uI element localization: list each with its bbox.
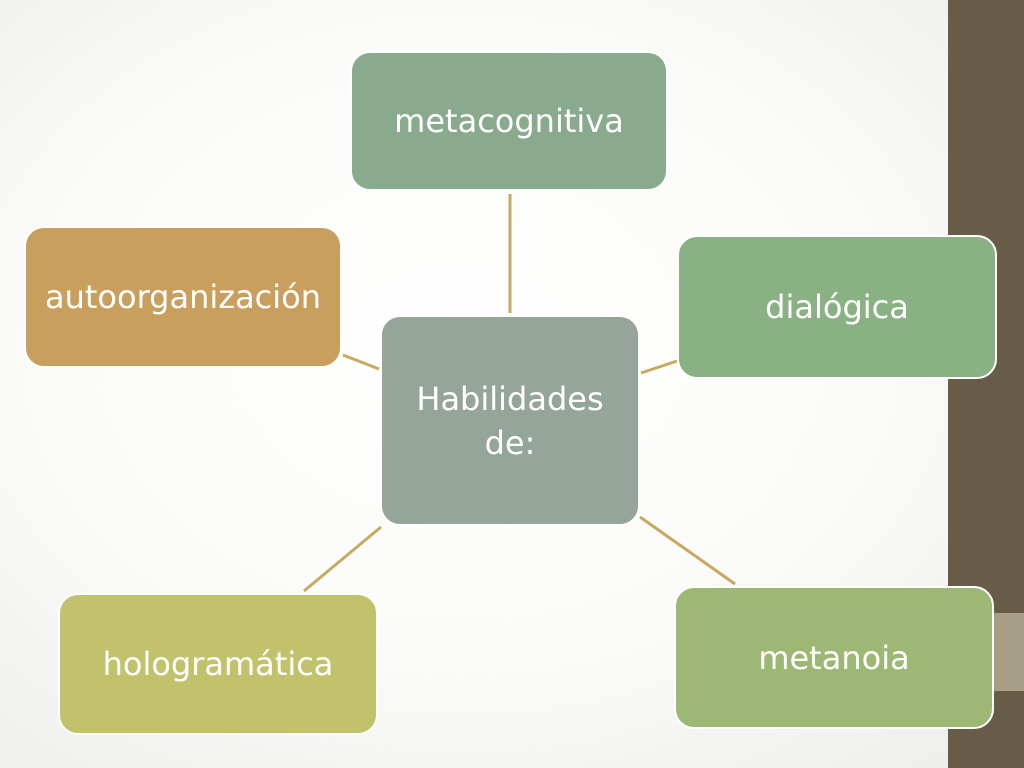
node-dialogica-label: dialógica (765, 288, 909, 326)
connector-autoorganizacion (342, 353, 380, 371)
node-metacognitiva: metacognitiva (350, 51, 668, 191)
connector-hologramatica (303, 525, 382, 593)
node-metanoia-label: metanoia (758, 638, 910, 677)
node-hologramatica: hologramática (58, 593, 378, 735)
connector-dialogica (640, 359, 678, 375)
central-node-line-1: Habilidades (416, 379, 604, 418)
central-node-line-2: de: (484, 423, 536, 462)
node-metacognitiva-label: metacognitiva (394, 102, 624, 140)
central-node: Habilidades de: (380, 315, 640, 526)
node-autoorganizacion-label: autoorganización (44, 278, 322, 316)
node-hologramatica-label: hologramática (102, 645, 334, 683)
central-node-label: Habilidades de: (416, 377, 603, 465)
node-autoorganizacion: autoorganización (24, 226, 342, 368)
node-dialogica: dialógica (677, 235, 997, 379)
node-metanoia: metanoia (674, 586, 994, 729)
sidebar-tab (994, 613, 1024, 691)
connector-metanoia (639, 515, 736, 586)
